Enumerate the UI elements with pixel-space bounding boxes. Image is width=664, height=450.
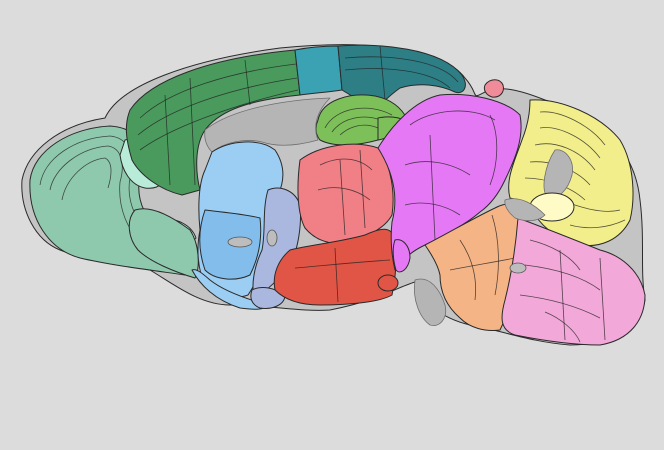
medulla-nucleus-6 [544,311,581,343]
cerebellar-white-matter [543,149,573,199]
pallidum-ventral [250,287,286,309]
hypothalamus [273,228,397,306]
isocortex-area-divider-1 [164,94,171,186]
midbrain [377,93,522,271]
thalamus [297,143,394,244]
isocortex-area-divider-3 [244,59,251,106]
medulla-nucleus-1 [529,239,581,271]
cerebellar-folium-1 [539,111,606,146]
visual-cortex-divider [379,45,386,101]
retrosplenial-area [294,45,343,96]
medulla [501,217,646,346]
visual-cortex [337,44,466,111]
isocortex-layer-2 [137,77,298,136]
pons-divider-2 [491,214,499,296]
isocortex-layer-1 [139,63,297,119]
inferior-colliculus [489,114,498,186]
thalamus-nucleus-3 [339,159,346,236]
hippocampus-layer-3 [339,124,379,136]
visual-cortex-layer-2 [344,68,451,89]
hippocampus-layer-1 [324,107,393,129]
pineal-gland [483,79,504,98]
anterior-commissure [227,236,253,248]
superior-colliculus [409,110,496,126]
thalamus-nucleus-4 [359,149,366,229]
pontine-fiber [509,262,527,274]
hypothalamus-divider-2 [294,259,391,269]
thalamus-nucleus-1 [319,158,373,171]
brainstem-tract [413,278,447,326]
medulla-nucleus-5 [599,257,606,341]
visual-cortex-layer-1 [344,56,459,83]
piriform-area [128,208,199,279]
thalamus-nucleus-2 [317,187,371,201]
isocortex-area-divider-2 [189,77,196,186]
medulla-nucleus-4 [559,249,566,341]
cerebellar-folium-3 [534,143,596,171]
mammillary-body [377,274,399,292]
cerebellar-folium-2 [539,127,601,159]
olfactory-layer-core [61,157,112,201]
cerebellar-folium-7 [569,219,626,229]
medulla-nucleus-2 [524,264,601,291]
midbrain-divider [429,134,436,241]
midbrain-reticular [404,202,461,216]
medulla-nucleus-3 [519,294,601,319]
pallidum-vessel [266,229,278,247]
periaqueductal-gray [404,161,471,176]
pons-divider-1 [459,239,477,301]
hypothalamus-divider-1 [334,247,339,303]
fourth-ventricle [504,198,546,222]
pons-reticular [449,257,516,271]
midbrain-ventral-extension [392,239,411,273]
isocortex-layer-3 [139,89,299,151]
